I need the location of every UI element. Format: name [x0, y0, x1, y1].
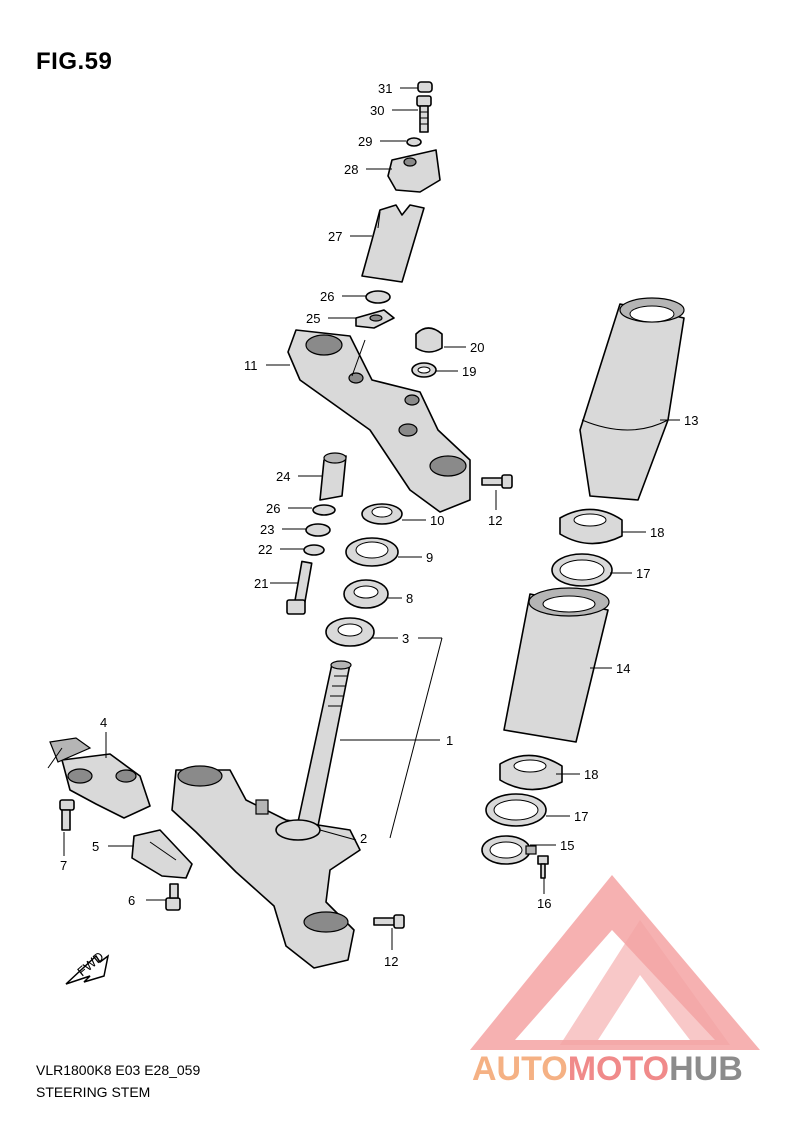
- fwd-arrow-icon: FWD: [65, 949, 110, 985]
- part-8-bearing: [343, 579, 389, 609]
- part-13-fork-cover: [579, 297, 685, 501]
- callout-29: 29: [358, 134, 372, 149]
- part-3-bearing: [325, 617, 375, 647]
- callout-11: 11: [244, 358, 258, 373]
- callout-27: 27: [328, 229, 342, 244]
- watermark-text-auto: AUTO: [472, 1050, 568, 1088]
- leader-lines: [63, 87, 680, 950]
- section-name: STEERING STEM: [36, 1084, 151, 1100]
- part-30-bolt: [416, 95, 432, 133]
- callout-12-lower: 12: [384, 954, 398, 969]
- part-6-bolt: [165, 883, 181, 911]
- part-9-seal: [345, 537, 399, 567]
- part-1-steering-stem: [297, 660, 352, 827]
- callout-1: 1: [446, 733, 453, 748]
- callout-7: 7: [60, 858, 67, 873]
- watermark-logo: [470, 875, 760, 1050]
- callout-18-upper: 18: [650, 525, 664, 540]
- part-10-lock-nut: [361, 503, 403, 525]
- callout-10: 10: [430, 513, 444, 528]
- part-28-clamp: [387, 149, 441, 193]
- watermark-text-hub: HUB: [669, 1050, 743, 1088]
- part-25-plate: [355, 309, 395, 329]
- part-31-cap: [417, 81, 433, 93]
- callout-24: 24: [276, 469, 290, 484]
- part-26-washer-lower: [312, 504, 336, 516]
- callout-30: 30: [370, 103, 384, 118]
- callout-13: 13: [684, 413, 698, 428]
- watermark-text-moto: MOTO: [568, 1050, 669, 1088]
- watermark-text: AUTOMOTOHUB: [472, 1050, 743, 1088]
- part-12-bolt-upper: [481, 474, 513, 489]
- callout-26-upper: 26: [320, 289, 334, 304]
- callout-20: 20: [470, 340, 484, 355]
- part-18-lower: [499, 754, 563, 791]
- callout-6: 6: [128, 893, 135, 908]
- figure-title: FIG.59: [36, 48, 113, 75]
- callout-19: 19: [462, 364, 476, 379]
- part-14-fork-tube: [503, 587, 610, 743]
- callout-15: 15: [560, 838, 574, 853]
- part-26-washer-upper: [365, 290, 391, 304]
- part-22-washer: [303, 544, 325, 556]
- watermark-triangle-shard-inner: [598, 975, 690, 1040]
- callout-14: 14: [616, 661, 630, 676]
- part-16-screw: [537, 855, 549, 879]
- callout-25: 25: [306, 311, 320, 326]
- part-27-holder: [361, 204, 425, 283]
- part-20-cap: [415, 327, 443, 353]
- callout-labels: 31 30 29 28 27 26 25 20 19 11 13 24 12 2…: [60, 81, 698, 969]
- part-29-washer: [406, 137, 422, 147]
- callout-3: 3: [402, 631, 409, 646]
- callout-26-lower: 26: [266, 501, 280, 516]
- part-17-ring-lower: [485, 793, 547, 827]
- part-12-bolt-lower: [373, 914, 405, 929]
- callout-17-upper: 17: [636, 566, 650, 581]
- part-7-bolt: [59, 799, 75, 831]
- part-5-cover: [131, 829, 193, 879]
- part-4-ignition-switch: [47, 737, 151, 819]
- callout-9: 9: [426, 550, 433, 565]
- callout-4: 4: [100, 715, 107, 730]
- part-17-ring-upper: [551, 553, 613, 587]
- part-21-bolt: [286, 560, 313, 615]
- part-18-upper: [559, 508, 623, 545]
- callout-23: 23: [260, 522, 274, 537]
- callout-12-upper: 12: [488, 513, 502, 528]
- callout-22: 22: [258, 542, 272, 557]
- callout-17-lower: 17: [574, 809, 588, 824]
- lower-bracket: [171, 765, 361, 969]
- part-23-washer: [305, 523, 331, 537]
- callout-28: 28: [344, 162, 358, 177]
- part-15-clamp: [481, 835, 537, 865]
- callout-16: 16: [537, 896, 551, 911]
- callout-31: 31: [378, 81, 392, 96]
- callout-18-lower: 18: [584, 767, 598, 782]
- callout-8: 8: [406, 591, 413, 606]
- callout-5: 5: [92, 839, 99, 854]
- part-24-spacer: [319, 452, 347, 501]
- callout-21: 21: [254, 576, 268, 591]
- part-11-upper-bracket: [287, 329, 471, 513]
- model-code: VLR1800K8 E03 E28_059: [36, 1062, 201, 1078]
- callout-2: 2: [360, 831, 367, 846]
